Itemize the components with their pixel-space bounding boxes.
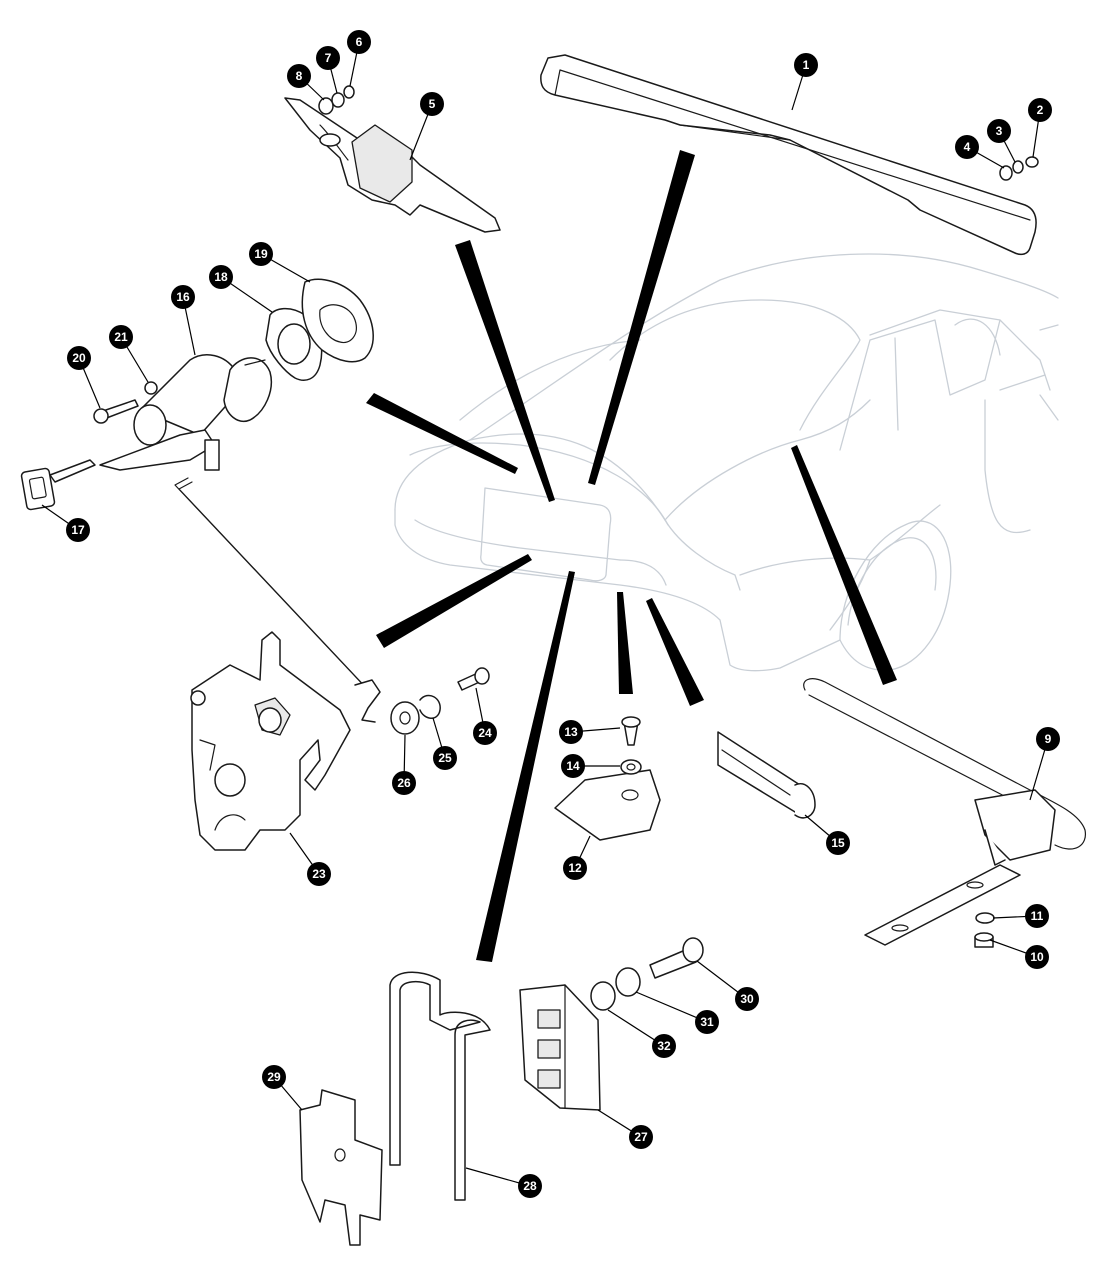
callout-31: 31 (695, 1010, 719, 1034)
callout-15-label: 15 (831, 836, 845, 850)
callout-13: 13 (559, 720, 583, 744)
callout-10-label: 10 (1030, 950, 1044, 964)
mounting-plate (554, 716, 661, 841)
callout-1-label: 1 (803, 58, 810, 72)
callout-18: 18 (209, 265, 233, 289)
pointer-to-lock-barrel (366, 393, 518, 474)
callout-9-label: 9 (1045, 732, 1052, 746)
callout-29: 29 (262, 1065, 286, 1089)
callout-14: 14 (561, 754, 585, 778)
callout-24-label: 24 (478, 726, 492, 740)
callout-21: 21 (109, 325, 133, 349)
callout-32-label: 32 (657, 1039, 671, 1053)
rod-clip (519, 984, 601, 1111)
backing-plate (299, 1089, 383, 1246)
latch-assembly (190, 631, 351, 851)
callout-27-label: 27 (634, 1130, 648, 1144)
callout-20-label: 20 (72, 351, 86, 365)
callout-23-label: 23 (312, 867, 326, 881)
callout-6: 6 (347, 30, 371, 54)
callout-5-label: 5 (429, 97, 436, 111)
callout-28: 28 (518, 1174, 542, 1198)
callout-2-label: 2 (1037, 103, 1044, 117)
callout-4: 4 (955, 135, 979, 159)
callout-6-label: 6 (356, 35, 363, 49)
callout-5: 5 (420, 92, 444, 116)
pointer-to-plate (617, 592, 633, 694)
callout-27: 27 (629, 1125, 653, 1149)
car-outline (394, 253, 1059, 672)
callout-7: 7 (316, 46, 340, 70)
callout-12: 12 (563, 856, 587, 880)
callout-16-label: 16 (176, 290, 190, 304)
callout-28-label: 28 (523, 1179, 537, 1193)
callout-17: 17 (66, 518, 90, 542)
callout-24: 24 (473, 721, 497, 745)
callout-12-label: 12 (568, 861, 582, 875)
pointer-to-hinge-bracket (455, 240, 555, 502)
callout-9: 9 (1036, 727, 1060, 751)
clip-fixings (590, 937, 704, 1011)
rear-trim-panel (540, 54, 1037, 256)
callout-13-label: 13 (564, 725, 578, 739)
bracket-fixings (318, 85, 355, 115)
callout-25-label: 25 (438, 751, 452, 765)
stay-fixings (974, 912, 995, 948)
pointer-to-clip-assembly (476, 571, 575, 962)
callout-31-label: 31 (700, 1015, 714, 1029)
callout-10: 10 (1025, 945, 1049, 969)
callout-11-label: 11 (1031, 909, 1044, 923)
support-rod (389, 971, 491, 1201)
pointer-to-stay (791, 445, 897, 685)
callout-23: 23 (307, 862, 331, 886)
callout-4-label: 4 (964, 140, 971, 154)
callout-25: 25 (433, 746, 457, 770)
pointer-to-rear-panel (588, 150, 695, 485)
lock-gaskets (265, 278, 374, 381)
pointer-to-latch (376, 554, 532, 648)
callout-30: 30 (735, 987, 759, 1011)
callout-15: 15 (826, 831, 850, 855)
callout-3: 3 (987, 119, 1011, 143)
callout-26-label: 26 (397, 776, 411, 790)
callout-2: 2 (1028, 98, 1052, 122)
seal-strip (717, 731, 816, 819)
callout-32: 32 (652, 1034, 676, 1058)
callout-14-label: 14 (566, 759, 580, 773)
callout-8: 8 (287, 64, 311, 88)
callout-26: 26 (392, 771, 416, 795)
callout-17-label: 17 (71, 523, 85, 537)
callout-19-label: 19 (254, 247, 268, 261)
callout-1: 1 (794, 53, 818, 77)
callout-7-label: 7 (325, 51, 332, 65)
callouts: 1 2 3 4 5 6 7 8 9 10 11 12 13 14 15 16 1… (66, 30, 1060, 1198)
callout-3-label: 3 (996, 124, 1003, 138)
hinge-bracket (284, 97, 501, 233)
latch-fixings (390, 667, 490, 735)
callout-11: 11 (1025, 904, 1049, 928)
panel-fixings (999, 156, 1039, 181)
callout-21-label: 21 (114, 330, 128, 344)
lock-barrel (99, 354, 272, 471)
callout-29-label: 29 (267, 1070, 281, 1084)
operating-rod (174, 477, 381, 723)
callout-16: 16 (171, 285, 195, 309)
stay-assembly (803, 678, 1086, 946)
callout-8-label: 8 (296, 69, 303, 83)
callout-20: 20 (67, 346, 91, 370)
callout-30-label: 30 (740, 992, 754, 1006)
callout-18-label: 18 (214, 270, 228, 284)
pointer-wedges (366, 150, 897, 962)
callout-19: 19 (249, 242, 273, 266)
pointer-to-seal (646, 598, 704, 706)
lock-key (20, 459, 96, 511)
lock-screw (93, 381, 158, 424)
